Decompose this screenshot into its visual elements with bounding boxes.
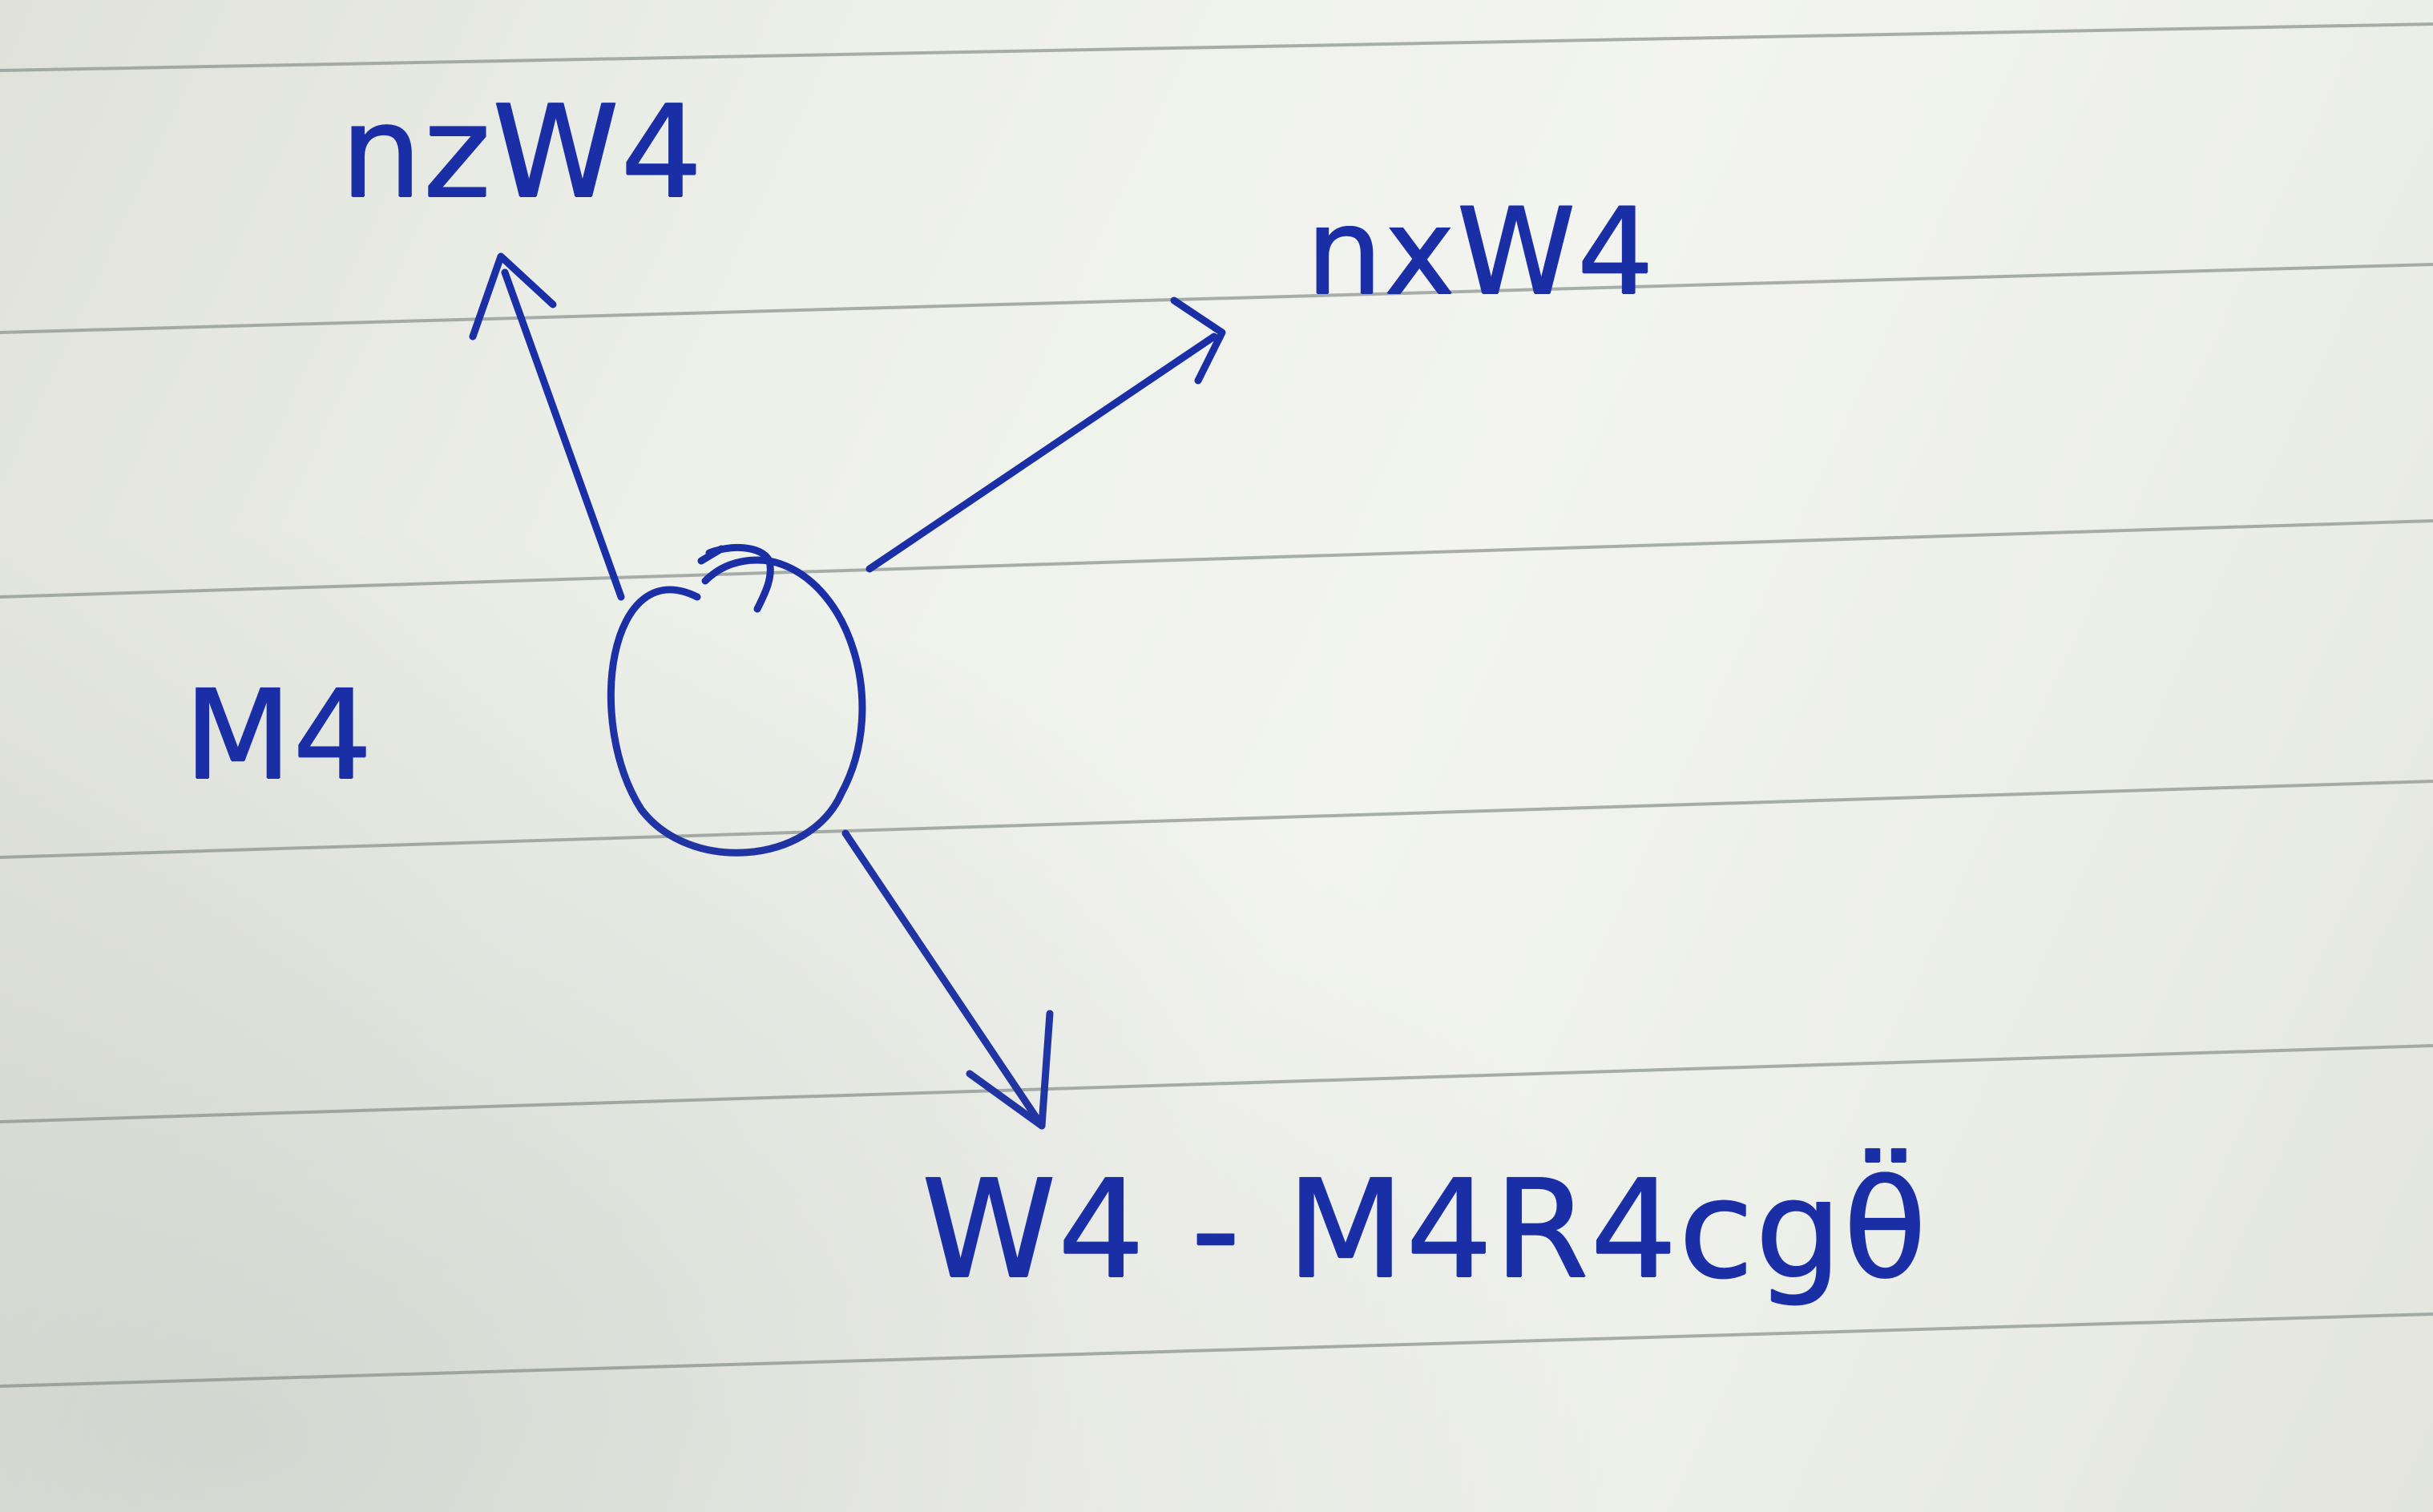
body-circle — [607, 556, 866, 857]
label-nx-force: nxW4 — [1306, 183, 1656, 322]
force-arrow-weight — [841, 829, 1046, 1130]
force-arrowhead-nx-icon — [1170, 296, 1226, 385]
rule-line — [0, 519, 2433, 599]
rotation-arrowhead-icon — [697, 545, 725, 565]
force-arrowhead-weight-icon — [966, 1010, 1054, 1130]
rule-line — [0, 263, 2433, 334]
force-arrow-nx — [865, 333, 1218, 573]
force-arrowhead-nz-icon — [469, 252, 557, 341]
label-nz-force: nzW4 — [341, 77, 704, 227]
rotation-arrow-icon — [705, 543, 774, 613]
rule-line — [0, 1312, 2433, 1388]
label-moment: M4 — [184, 663, 374, 808]
label-bottom-force: W4 - M4R4cgθ̈ — [922, 1151, 1929, 1309]
rule-line — [0, 780, 2433, 859]
force-arrow-nz — [501, 268, 625, 601]
rule-line — [0, 1044, 2433, 1123]
ruled-lines — [0, 22, 2433, 1388]
rule-line — [0, 22, 2433, 72]
